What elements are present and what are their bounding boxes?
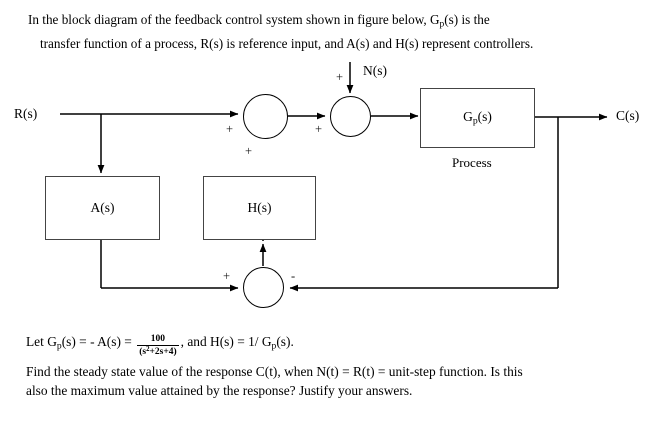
sign-sum2-top: + xyxy=(336,70,344,84)
block-h[interactable]: H(s) xyxy=(203,176,316,240)
block-a[interactable]: A(s) xyxy=(45,176,160,240)
disturbance-label-ns: N(s) xyxy=(363,63,387,78)
transfer-function-fraction: 100(s2+2s+4) xyxy=(137,334,179,358)
summing-junction-1[interactable] xyxy=(243,94,288,139)
let-expression-pre: Let Gp(s) = - A(s) = xyxy=(26,334,136,352)
s-squared-exponent: 2 xyxy=(146,345,150,353)
summing-junction-3[interactable] xyxy=(243,267,284,308)
gp-subscript-q1: p xyxy=(56,340,62,352)
diagram-wires xyxy=(60,62,608,292)
question-line-2: Find the steady state value of the respo… xyxy=(26,364,523,379)
intro-line-1: In the block diagram of the feedback con… xyxy=(28,12,490,30)
block-gp-label: Gp(s) xyxy=(463,109,492,127)
block-gp[interactable]: Gp(s) xyxy=(420,88,535,148)
fraction-numerator: 100 xyxy=(137,334,179,346)
intro-paragraph: In the block diagram of the feedback con… xyxy=(28,10,636,53)
block-diagram: A(s) H(s) Gp(s) Process + + + + + - R(s)… xyxy=(0,55,659,320)
gp-subscript-intro: p xyxy=(439,19,445,30)
block-a-label: A(s) xyxy=(90,200,115,215)
gp-subscript-q2: p xyxy=(271,340,277,352)
sign-sum3-left: + xyxy=(223,269,231,283)
sign-sum1-bottom: + xyxy=(245,144,253,158)
input-label-rs: R(s) xyxy=(14,106,38,121)
output-label-cs: C(s) xyxy=(616,108,640,123)
block-h-label: H(s) xyxy=(247,200,272,215)
question-line-3: also the maximum value attained by the r… xyxy=(26,383,413,398)
sign-sum2-left: + xyxy=(315,122,323,136)
let-expression-post: , and H(s) = 1/ Gp(s). xyxy=(180,334,294,352)
question-line-1: Let Gp(s) = - A(s) = 100(s2+2s+4), and H… xyxy=(26,332,638,357)
summing-junction-2[interactable] xyxy=(330,96,371,137)
fraction-denominator: (s2+2s+4) xyxy=(139,345,177,357)
sign-sum1-left: + xyxy=(226,122,234,136)
gp-subscript-block: p xyxy=(472,115,478,127)
sign-sum3-right: - xyxy=(291,269,296,283)
intro-line-2: transfer function of a process, R(s) is … xyxy=(40,36,534,52)
process-caption: Process xyxy=(452,155,492,170)
